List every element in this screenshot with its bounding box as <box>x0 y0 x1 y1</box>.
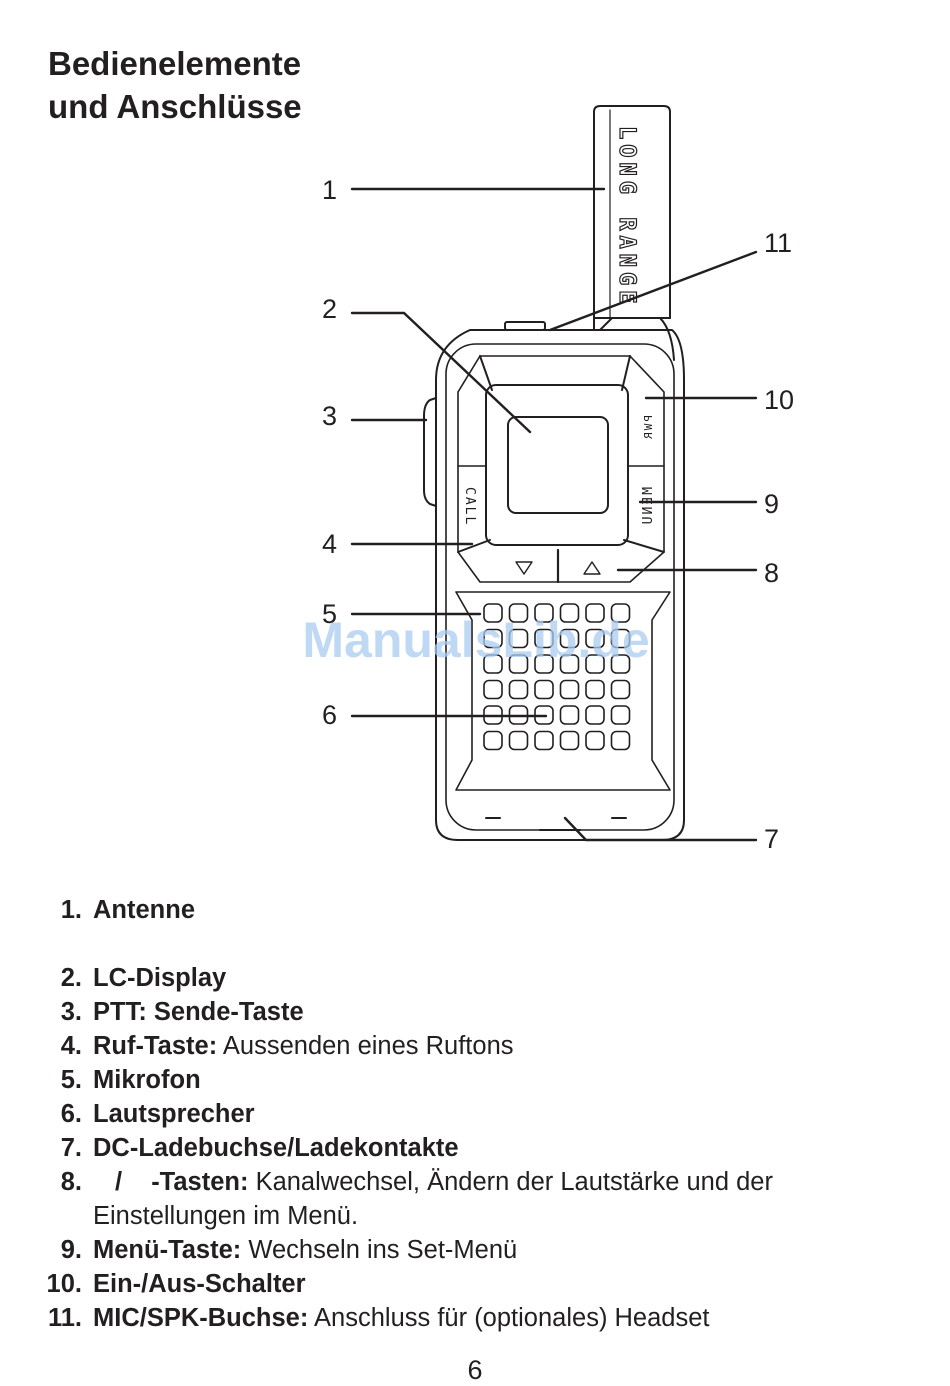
speaker-hole <box>508 654 529 674</box>
page-title: Bedienelemente und Anschlüsse <box>48 42 302 128</box>
speaker-hole <box>483 654 503 674</box>
radio-diagram: LONG RANGE CALL MENU PWR 1 2 3 4 5 6 7 8… <box>302 105 794 854</box>
speaker-hole <box>534 603 554 623</box>
speaker-hole <box>585 679 605 700</box>
speaker-hole <box>585 730 605 751</box>
callout-3: 3 <box>322 401 337 431</box>
legend-label-1: Antenne <box>93 896 195 924</box>
callout-line-2 <box>350 311 532 434</box>
page-number: 6 <box>467 1355 483 1385</box>
speaker-hole <box>559 654 580 674</box>
legend-label-9: Menü-Taste: <box>93 1236 242 1264</box>
speaker-hole <box>559 603 580 623</box>
speaker-hole <box>483 628 503 649</box>
speaker-hole <box>585 603 605 623</box>
speaker-hole <box>585 654 605 674</box>
speaker-hole <box>585 705 605 725</box>
legend-item-5: 5. Mikrofon <box>60 1066 201 1094</box>
lc-display <box>507 416 609 514</box>
callout-9: 9 <box>764 489 779 519</box>
callout-4: 4 <box>322 529 337 559</box>
callout-2: 2 <box>322 294 337 324</box>
callout-5: 5 <box>322 599 337 629</box>
legend-label-4: Ruf-Taste: <box>93 1032 218 1060</box>
speaker-hole <box>559 730 580 751</box>
speaker-hole <box>610 705 631 725</box>
legend-item-4: 4. Ruf-Taste: Aussenden eines Ruftons <box>60 1032 514 1060</box>
legend-item-7: 7. DC-Ladebuchse/Ladekontakte <box>60 1134 459 1162</box>
legend-item-8: 8. / -Tasten: Kanalwechsel, Ändern der L… <box>0 1165 950 1233</box>
legend-label-11: MIC/SPK-Buchse: <box>93 1304 309 1332</box>
callout-7: 7 <box>764 824 779 854</box>
speaker-hole <box>534 730 554 751</box>
parts-legend: 1. Antenne 2. LC-Display 3. PTT: Sende-T… <box>0 893 950 1335</box>
legend-label-2: LC-Display <box>93 964 227 992</box>
speaker-hole <box>585 628 605 649</box>
speaker-hole <box>508 603 529 623</box>
speaker-hole <box>508 628 529 649</box>
legend-item-2: 2. LC-Display <box>60 964 227 992</box>
legend-label-10: Ein-/Aus-Schalter <box>93 1270 306 1298</box>
speaker-hole <box>508 730 529 751</box>
speaker-holes <box>483 603 631 751</box>
antenna-label: LONG RANGE <box>614 126 639 308</box>
callout-1: 1 <box>322 175 337 205</box>
legend-desc-4: Aussenden eines Ruftons <box>222 1032 514 1060</box>
speaker-hole <box>610 603 631 623</box>
legend-item-10: 10. Ein-/Aus-Schalter <box>46 1270 306 1298</box>
legend-sep-8: / <box>115 1168 123 1196</box>
legend-item-9: 9. Menü-Taste: Wechseln ins Set-Menü <box>60 1236 518 1264</box>
speaker-hole <box>483 603 503 623</box>
speaker-hole <box>534 654 554 674</box>
arrow-up-icon <box>583 561 601 575</box>
page-title-line-1: Bedienelemente <box>48 45 302 82</box>
speaker-hole <box>610 654 631 674</box>
speaker-hole <box>559 628 580 649</box>
display-frame <box>485 384 629 546</box>
callout-line-7 <box>563 816 758 842</box>
pwr-button-label: PWR <box>642 415 655 441</box>
speaker-hole <box>508 679 529 700</box>
radio-body <box>435 329 685 841</box>
speaker-hole <box>610 679 631 700</box>
speaker-hole <box>610 730 631 751</box>
call-button-label: CALL <box>462 487 477 526</box>
menu-button-label: MENU <box>641 487 656 526</box>
legend-desc-8: Kanalwechsel, Ändern der Lautstärke und … <box>255 1168 773 1196</box>
callout-11: 11 <box>764 228 792 258</box>
legend-item-1: 1. Antenne <box>60 896 195 924</box>
speaker-hole <box>610 628 631 649</box>
speaker-grille <box>455 591 671 791</box>
arrow-down-icon <box>515 561 533 575</box>
speaker-hole <box>559 705 580 725</box>
callout-6: 6 <box>322 700 337 730</box>
legend-label-3: PTT: Sende-Taste <box>93 998 304 1026</box>
watermark: ManualsLib.de <box>302 612 649 668</box>
speaker-hole <box>483 730 503 751</box>
legend-item-11: 11. MIC/SPK-Buchse: Anschluss für (optio… <box>47 1304 710 1332</box>
legend-desc-8-cont: Einstellungen im Menü. <box>93 1202 359 1230</box>
callout-10: 10 <box>764 385 794 415</box>
legend-item-6: 6. Lautsprecher <box>60 1100 255 1128</box>
speaker-hole <box>534 679 554 700</box>
legend-item-3: 3. PTT: Sende-Taste <box>60 998 304 1026</box>
legend-label-5: Mikrofon <box>93 1066 201 1094</box>
speaker-hole <box>534 628 554 649</box>
legend-label-7: DC-Ladebuchse/Ladekontakte <box>93 1134 459 1162</box>
legend-label-6: Lautsprecher <box>93 1100 255 1128</box>
page-title-line-2: und Anschlüsse <box>48 88 302 125</box>
legend-desc-11: Anschluss für (optionales) Headset <box>314 1304 710 1332</box>
callout-8: 8 <box>764 558 779 588</box>
ptt-button <box>423 397 437 507</box>
callout-line-11 <box>548 250 758 332</box>
legend-desc-9: Wechseln ins Set-Menü <box>248 1236 518 1264</box>
speaker-hole <box>559 679 580 700</box>
legend-label-8: -Tasten: <box>151 1168 249 1196</box>
speaker-hole <box>483 679 503 700</box>
